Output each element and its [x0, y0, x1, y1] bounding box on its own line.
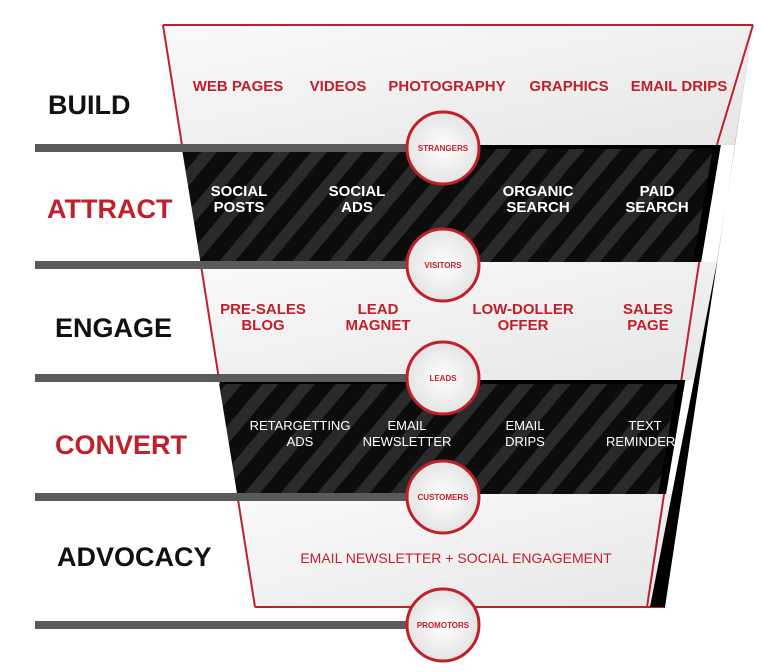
funnel-item-line: PAGE [627, 317, 668, 334]
funnel-band-engage [200, 262, 718, 380]
funnel-item-line: ADS [287, 434, 314, 449]
funnel-edge [162, 24, 183, 146]
funnel-item: GRAPHICS [529, 78, 608, 95]
stage-divider-bar [35, 621, 415, 629]
stage-divider-bar [35, 493, 415, 501]
funnel-item-line: REMINDERS [606, 434, 684, 449]
funnel-item-line: DRIPS [505, 434, 545, 449]
funnel-edge [715, 24, 754, 146]
funnel-item-line: ADS [341, 199, 373, 216]
funnel-item-line: OFFER [498, 317, 549, 334]
milestone-circle [405, 110, 481, 186]
funnel-item-line: SOCIAL [329, 183, 386, 200]
funnel-item-line: SALES [623, 301, 673, 318]
funnel-item: EMAIL DRIPS [631, 78, 727, 95]
funnel-item-line: SEARCH [506, 199, 569, 216]
stage-label: ADVOCACY [57, 542, 212, 572]
stage-divider-bar [35, 261, 415, 269]
funnel-item-line: EMAIL [387, 418, 426, 433]
funnel-item-line: GRAPHICS [529, 78, 608, 95]
funnel-item-line: BLOG [241, 317, 284, 334]
stage-divider-bar [35, 374, 415, 382]
funnel-item-line: EMAIL DRIPS [631, 78, 727, 95]
funnel-edge [199, 261, 221, 381]
funnel-band-convert [219, 384, 678, 494]
stage-label: BUILD [48, 90, 131, 120]
milestone-label: PROMOTORS [417, 621, 470, 630]
stage-label: CONVERT [55, 430, 188, 460]
funnel-item-line: PHOTOGRAPHY [388, 78, 505, 95]
funnel-item-line: NEWSLETTER [363, 434, 452, 449]
funnel-item-line: SEARCH [625, 199, 688, 216]
milestone-circle [405, 587, 481, 663]
milestone-label: VISITORS [424, 261, 462, 270]
funnel-edge [680, 261, 701, 381]
funnel-item-line: EMAIL NEWSLETTER + SOCIAL ENGAGEMENT [300, 550, 612, 566]
milestone-label: CUSTOMERS [418, 493, 470, 502]
funnel-item-line: EMAIL [505, 418, 544, 433]
milestone-circle [405, 459, 481, 535]
funnel-item: VIDEOS [310, 78, 367, 95]
funnel-item: PHOTOGRAPHY [388, 78, 505, 95]
funnel-item-line: MAGNET [346, 317, 411, 334]
funnel-item-line: PAID [640, 183, 675, 200]
funnel-item-line: PRE-SALES [220, 301, 306, 318]
funnel-item-line: WEB PAGES [193, 78, 284, 95]
funnel-item-line: RETARGETTING [250, 418, 351, 433]
stage-label: ATTRACT [47, 194, 173, 224]
milestone-circle [405, 340, 481, 416]
funnel-item: WEB PAGES [193, 78, 284, 95]
funnel-item-line: LEAD [358, 301, 399, 318]
stage-divider-bar [35, 144, 415, 152]
funnel-item-line: SOCIAL [211, 183, 268, 200]
funnel-edge [236, 493, 256, 608]
funnel-band-attract [181, 149, 713, 262]
funnel-band-advocacy [237, 494, 683, 607]
funnel-item-line: LOW-DOLLER [472, 301, 574, 318]
funnel-item-line: TEXT [628, 418, 661, 433]
milestone-label: STRANGERS [418, 144, 469, 153]
milestone-circle [405, 227, 481, 303]
funnel-item-line: ORGANIC [503, 183, 574, 200]
funnel-band-build [163, 25, 753, 145]
milestone-label: LEADS [429, 374, 457, 383]
funnel-item: EMAIL NEWSLETTER + SOCIAL ENGAGEMENT [300, 550, 612, 566]
funnel-item-line: POSTS [214, 199, 265, 216]
funnel-edge [646, 493, 666, 608]
funnel-item-line: VIDEOS [310, 78, 367, 95]
stage-label: ENGAGE [55, 313, 172, 343]
